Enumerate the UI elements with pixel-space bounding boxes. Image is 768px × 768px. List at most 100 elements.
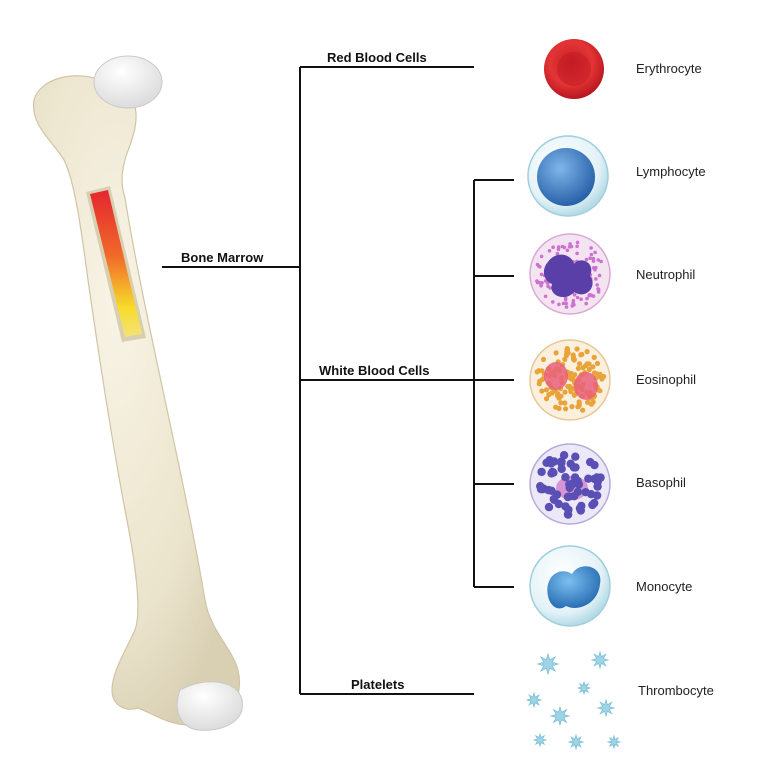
cell-granule	[564, 305, 569, 309]
cell-granule	[565, 248, 570, 253]
cell-granule	[553, 404, 559, 410]
cell-granule	[568, 242, 572, 246]
cell-granule	[539, 283, 543, 288]
erythrocyte-label: Erythrocyte	[636, 61, 702, 76]
platelet	[576, 680, 592, 696]
bone-body	[32, 75, 240, 726]
cell-granule	[576, 361, 583, 367]
cell-granule	[564, 301, 568, 306]
cell-granule	[540, 356, 547, 362]
erythrocyte-icon	[544, 39, 604, 99]
red-blood-cells-label: Red Blood Cells	[327, 50, 427, 65]
cell-granule	[567, 245, 572, 249]
cell-granule	[588, 401, 595, 407]
lymphocyte-icon	[527, 135, 609, 217]
cell-granule	[567, 383, 573, 389]
cell-granule	[575, 365, 582, 371]
neutrophil-icon	[529, 233, 611, 315]
cell-granule	[594, 277, 598, 281]
cell-granule	[601, 373, 607, 380]
cell-granule	[591, 256, 596, 261]
cell-granule	[544, 502, 554, 512]
eosinophil-label: Eosinophil	[636, 372, 696, 387]
cell-granule	[568, 370, 574, 376]
cell-granule	[576, 506, 585, 515]
cell-granule	[543, 387, 550, 393]
thrombocyte-label: Thrombocyte	[638, 683, 714, 698]
cell-granule	[555, 391, 561, 397]
cell-granule	[588, 500, 597, 510]
white-blood-cells-label: White Blood Cells	[319, 363, 430, 378]
cell-granule	[589, 252, 594, 257]
platelet	[590, 650, 610, 670]
cell-granule	[569, 404, 575, 410]
cell-granule	[588, 256, 592, 261]
cell-granule	[586, 457, 595, 467]
cell-granule	[546, 392, 552, 398]
platelet	[606, 734, 622, 750]
cell-granule	[556, 245, 561, 249]
cell-granule	[539, 377, 545, 383]
cell-granule	[564, 505, 573, 514]
cell-granule	[586, 366, 592, 373]
cell-granule	[558, 400, 564, 406]
cell-granule	[575, 295, 580, 300]
cell-granule	[576, 403, 582, 409]
cell-granule	[564, 492, 574, 501]
cell-granule	[597, 273, 602, 278]
platelet	[596, 698, 616, 718]
cell-granule	[569, 463, 579, 472]
cell-granule	[553, 350, 559, 356]
platelet	[532, 732, 548, 748]
cell-granule	[563, 297, 568, 302]
cell-granule	[547, 486, 556, 495]
cell-granule	[555, 251, 560, 256]
eosinophil-icon	[529, 339, 611, 421]
cell-granule	[599, 259, 603, 264]
cell-granule	[584, 349, 590, 355]
cell-granule	[596, 258, 601, 262]
cell-granule	[591, 370, 598, 376]
cell-granule	[540, 281, 544, 285]
cell-granule	[575, 244, 579, 249]
cell-granule	[557, 464, 566, 474]
cell-granule	[547, 249, 552, 253]
cell-granule	[571, 357, 577, 363]
cell-granule	[539, 254, 544, 259]
cell-granule	[550, 457, 559, 466]
bone-marrow-cavity	[90, 190, 142, 337]
cell-granule	[594, 265, 598, 270]
cell-granule	[596, 290, 601, 294]
cell-granule	[580, 365, 586, 371]
cell-granule	[568, 389, 574, 395]
cell-granule	[543, 294, 548, 299]
cell-granule	[551, 300, 555, 304]
cell-granule	[584, 301, 588, 306]
cell-granule	[548, 286, 552, 290]
cell-granule	[578, 352, 584, 358]
cell-granule	[569, 478, 578, 488]
cell-granule	[571, 298, 576, 303]
cell-granule	[597, 388, 603, 394]
platelet	[536, 652, 560, 676]
cell-granule	[570, 352, 576, 358]
bone-marrow-label: Bone Marrow	[181, 250, 264, 265]
cell-granule	[594, 360, 601, 367]
femoral-head-cartilage	[93, 55, 163, 109]
cell-granule	[548, 467, 557, 477]
cell-granule	[590, 364, 596, 370]
cell-granule	[535, 262, 540, 267]
cell-granule	[536, 381, 542, 387]
cell-granule	[579, 297, 583, 302]
cell-granule	[563, 352, 570, 359]
cell-granule	[539, 388, 545, 394]
basophil-icon	[529, 443, 611, 525]
cell-granule	[534, 369, 540, 375]
cell-granule	[569, 376, 575, 382]
cell-granule	[539, 272, 544, 277]
cell-granule	[585, 296, 589, 301]
cell-granule	[591, 354, 597, 360]
cell-granule	[595, 283, 599, 287]
cell-granule	[591, 259, 596, 263]
